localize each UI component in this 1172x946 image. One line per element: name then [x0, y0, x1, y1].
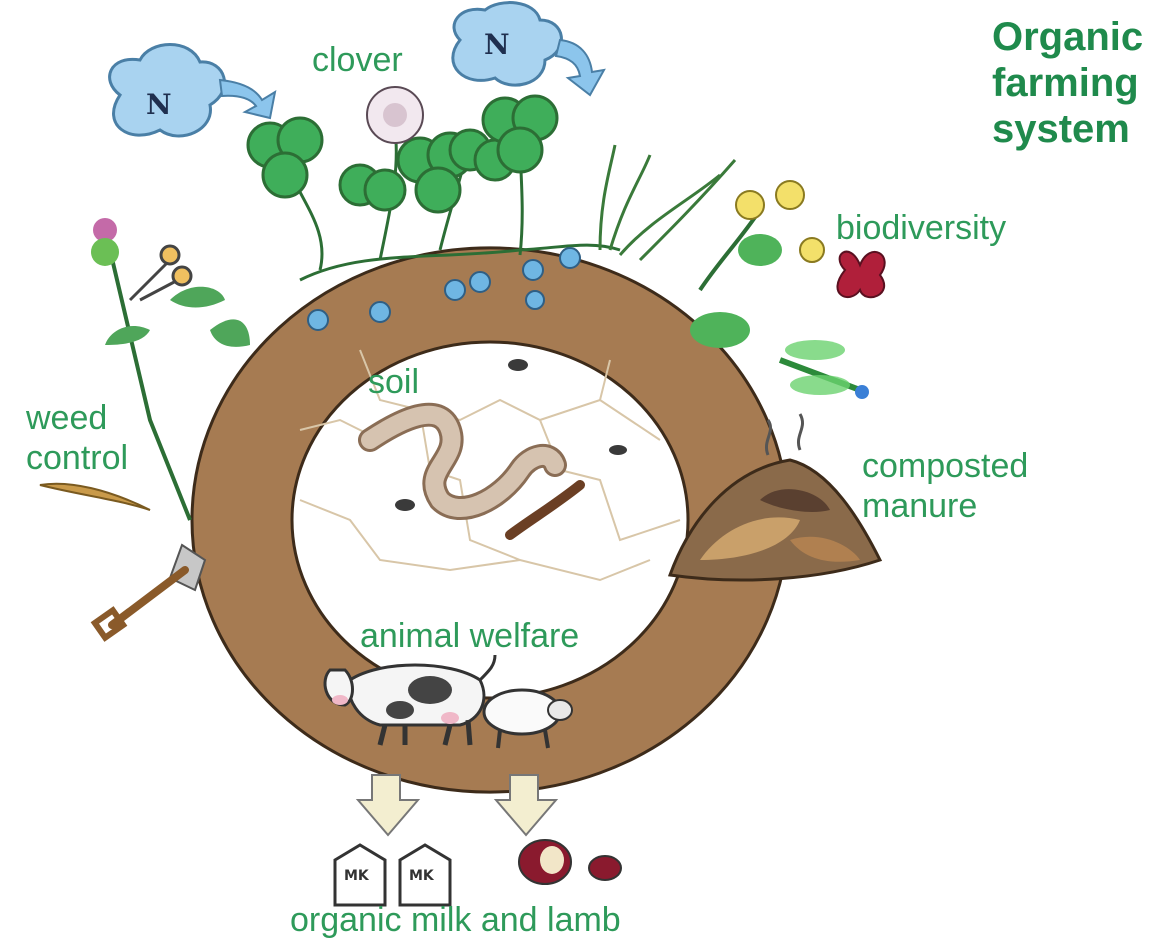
grass-tufts	[600, 145, 735, 260]
label-composted-line1: composted	[862, 446, 1028, 486]
nitrogen-arrow-left	[220, 80, 275, 118]
dragonfly	[780, 340, 869, 399]
label-clover: clover	[312, 40, 403, 80]
arrow-to-milk	[358, 775, 418, 835]
spade-icon	[95, 545, 205, 638]
wild-flowers	[690, 181, 824, 348]
milk-carton-2-label: MK	[409, 868, 434, 884]
title-line-3: system	[992, 106, 1143, 152]
label-weed-control: weed control	[26, 398, 128, 478]
lamb-meat	[519, 840, 621, 884]
diagram-title: Organic farming system	[992, 14, 1143, 152]
butterfly	[837, 252, 884, 298]
title-line-2: farming	[992, 60, 1143, 106]
label-products: organic milk and lamb	[290, 900, 621, 940]
nitrogen-arrow-right	[556, 40, 604, 95]
centipede	[510, 485, 580, 535]
clover-flower	[367, 87, 423, 143]
label-soil: soil	[368, 362, 419, 402]
label-biodiversity: biodiversity	[836, 208, 1006, 248]
label-composted-line2: manure	[862, 486, 1028, 526]
label-animal-welfare: animal welfare	[360, 616, 579, 656]
wheat-ear	[40, 484, 150, 510]
nitrogen-symbol-right: N	[484, 28, 510, 61]
label-composted-manure: composted manure	[862, 446, 1028, 526]
nitrogen-symbol-left: N	[146, 88, 172, 121]
label-weed-line2: control	[26, 438, 128, 478]
title-line-1: Organic	[992, 14, 1143, 60]
milk-carton-1-label: MK	[344, 868, 369, 884]
label-weed-line1: weed	[26, 398, 128, 438]
